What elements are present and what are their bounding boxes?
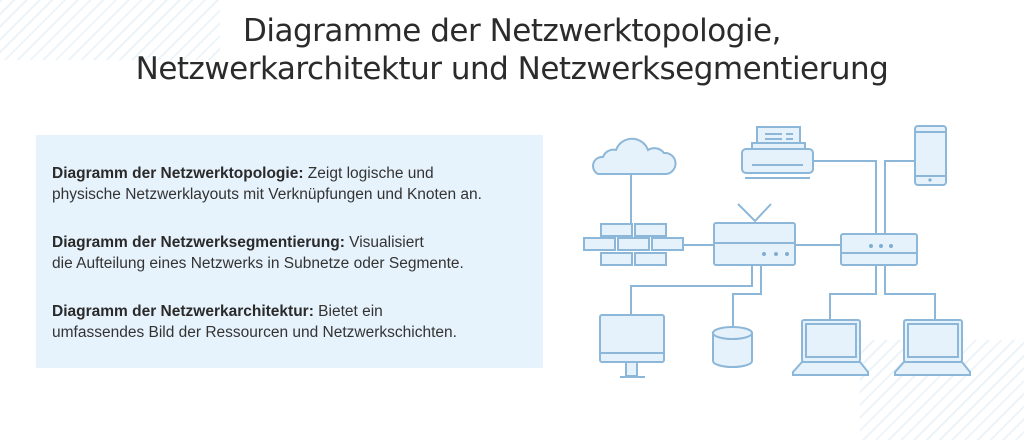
definition-text: Visualisiert	[344, 234, 424, 251]
definition-term: Diagramm der Netzwerkarchitektur:	[52, 303, 314, 320]
definition-text: Bietet ein	[313, 303, 383, 320]
definition-text: Zeigt logische und	[303, 165, 434, 182]
desktop-monitor-icon	[599, 314, 665, 378]
definition-text: physische Netzwerklayouts mit Verknüpfun…	[52, 186, 482, 203]
definition-architecture: Diagramm der Netzwerkarchitektur: Bietet…	[52, 301, 457, 343]
title-line-2: Netzwerkarchitektur und Netzwerksegmenti…	[135, 51, 889, 87]
definition-topology: Diagramm der Netzwerktopologie: Zeigt lo…	[52, 163, 482, 205]
laptop-icon	[894, 319, 971, 376]
connection-lines	[630, 160, 936, 326]
page-title: Diagramme der Netzwerktopologie, Netzwer…	[0, 12, 1024, 88]
definitions-panel: Diagramm der Netzwerktopologie: Zeigt lo…	[36, 135, 543, 368]
database-icon	[712, 326, 753, 368]
printer-icon	[741, 126, 814, 179]
definition-text: die Aufteilung eines Netzwerks in Subnet…	[52, 255, 464, 272]
title-line-1: Diagramme der Netzwerktopologie,	[243, 13, 781, 49]
definition-term: Diagramm der Netzwerktopologie:	[52, 165, 304, 182]
smartphone-icon	[914, 125, 947, 186]
switch-icon	[840, 233, 918, 266]
definition-text: umfassendes Bild der Ressourcen und Netz…	[52, 324, 457, 341]
firewall-icon	[583, 223, 684, 266]
definition-term: Diagramm der Netzwerksegmentierung:	[52, 234, 345, 251]
definition-segmentation: Diagramm der Netzwerksegmentierung: Visu…	[52, 232, 464, 274]
decorative-stripes-top-left	[0, 0, 220, 60]
router-icon	[713, 203, 796, 266]
laptop-icon	[792, 319, 869, 376]
cloud-icon	[592, 137, 677, 175]
